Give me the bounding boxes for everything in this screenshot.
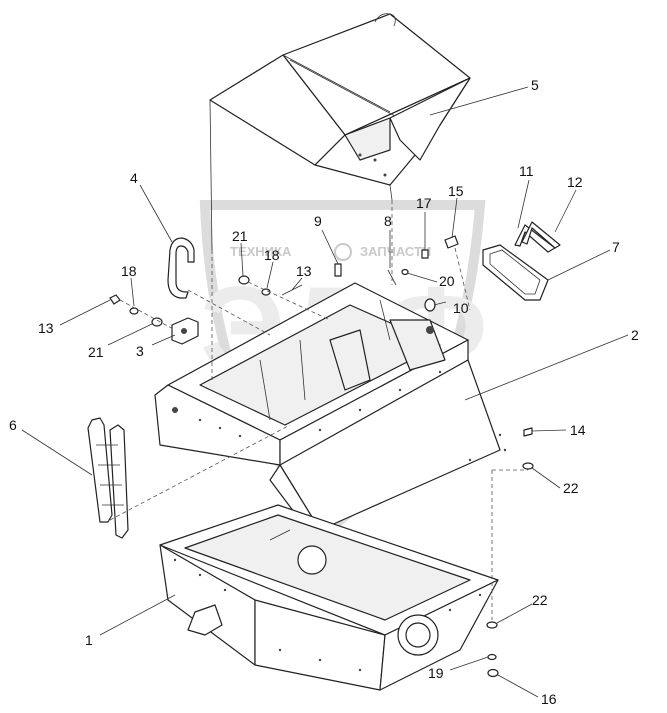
callout-10: 10 <box>453 300 469 316</box>
part-4-handle <box>167 237 195 299</box>
gear-icon <box>334 243 352 261</box>
callout-2: 2 <box>631 327 639 343</box>
callout-21-center: 21 <box>232 228 248 244</box>
part-18-washer-left <box>129 307 139 315</box>
part-13-bolt-left <box>109 294 121 305</box>
callout-18-center: 18 <box>264 247 280 263</box>
callout-22-lower: 22 <box>532 592 548 608</box>
part-21-nut-center <box>238 275 250 285</box>
leader-lines <box>21 86 629 698</box>
callout-15: 15 <box>448 183 464 199</box>
callout-3: 3 <box>136 343 144 359</box>
part-20-washer <box>401 268 409 276</box>
part-9-pin <box>334 263 342 277</box>
callout-16: 16 <box>541 691 557 707</box>
callout-17: 17 <box>416 195 432 211</box>
part-21-nut-left <box>151 317 163 327</box>
callout-4: 4 <box>130 170 138 186</box>
part-19-washer <box>487 653 497 661</box>
callout-5: 5 <box>531 77 539 93</box>
callout-18-left: 18 <box>121 263 137 279</box>
callout-13-left: 13 <box>38 320 54 336</box>
part-6-ladder <box>87 417 129 539</box>
part-16-nut <box>487 668 499 678</box>
part-3-bracket <box>171 317 199 345</box>
part-10-knob <box>424 298 436 312</box>
callout-20: 20 <box>439 273 455 289</box>
callout-8: 8 <box>384 213 392 229</box>
part-7-window <box>482 244 549 301</box>
part-22-washer-lower <box>486 621 498 629</box>
part-5-lid <box>209 13 471 251</box>
part-1-lower-frame <box>159 504 499 691</box>
callout-1: 1 <box>85 632 93 648</box>
callout-9: 9 <box>314 213 322 229</box>
callout-22-upper: 22 <box>563 480 579 496</box>
callout-11: 11 <box>519 163 534 179</box>
callout-14: 14 <box>570 422 586 438</box>
part-17-nut <box>421 249 429 259</box>
part-15-bolt <box>444 235 459 249</box>
callout-labels: 1 2 3 4 5 6 7 8 9 10 11 12 13 13 14 15 1… <box>9 77 639 707</box>
callout-7: 7 <box>612 239 620 255</box>
callout-6: 6 <box>9 417 17 433</box>
part-2-upper-hopper <box>154 282 507 531</box>
callout-13-center: 13 <box>296 263 312 279</box>
part-22-washer-upper <box>522 462 534 470</box>
assembly-lines <box>109 200 528 620</box>
watermark-right-text: ЗАПЧАСТИ <box>360 244 431 259</box>
part-14-bolt <box>523 427 533 437</box>
part-11-12-strips <box>514 221 561 253</box>
callout-19: 19 <box>428 665 444 681</box>
callout-21-left: 21 <box>88 344 104 360</box>
watermark-left-text: ТЕХНИКА <box>230 244 292 259</box>
callout-12: 12 <box>567 174 583 190</box>
